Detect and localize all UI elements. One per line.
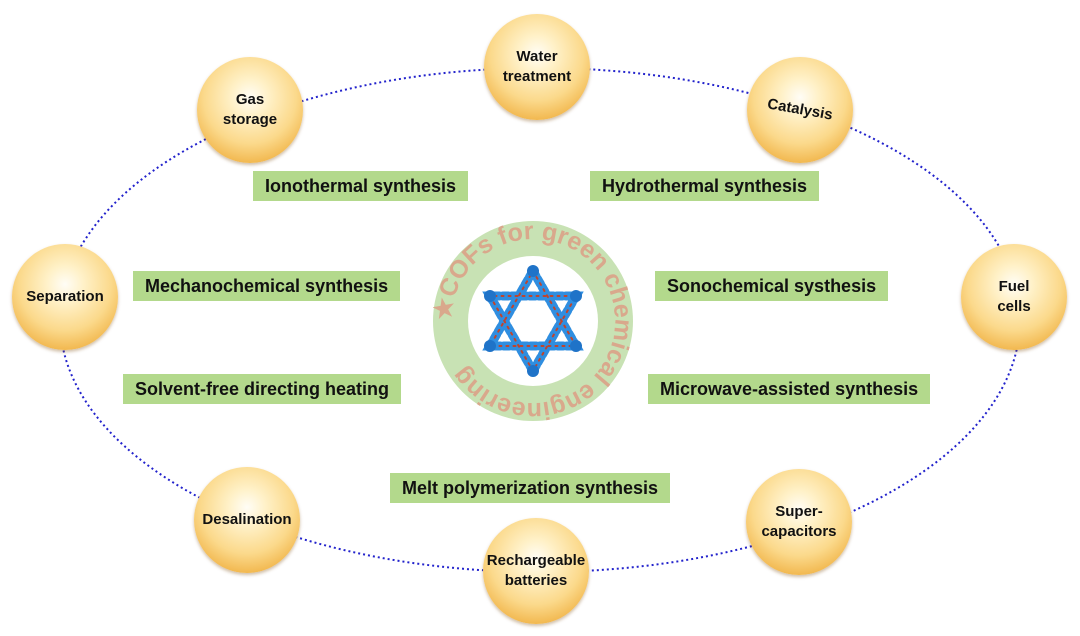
node-water-treatment: Water treatment (484, 14, 590, 120)
method-hydrothermal: Hydrothermal synthesis (590, 171, 820, 201)
node-catalysis: Catalysis (747, 57, 853, 163)
node-rechargeable-batteries: Rechargeable batteries (483, 518, 589, 624)
node-fuel-cells: Fuel cells (961, 244, 1067, 350)
method-microwave: Microwave-assisted synthesis (648, 374, 931, 404)
node-separation: Separation (12, 244, 118, 350)
method-solvent-free: Solvent-free directing heating (123, 374, 402, 404)
method-sonochemical: Sonochemical systhesis (655, 271, 889, 301)
method-mechanochemical: Mechanochemical synthesis (133, 271, 401, 301)
method-ionothermal: Ionothermal synthesis (253, 171, 469, 201)
cof-hexagram-structure-icon (482, 261, 584, 381)
center-ring-text: ★COFs for green chemical engineering (433, 221, 633, 421)
method-melt-polymerization: Melt polymerization synthesis (390, 473, 671, 503)
node-gas-storage: Gas storage (197, 57, 303, 163)
node-supercapacitors: Super- capacitors (746, 469, 852, 575)
node-desalination: Desalination (194, 467, 300, 573)
